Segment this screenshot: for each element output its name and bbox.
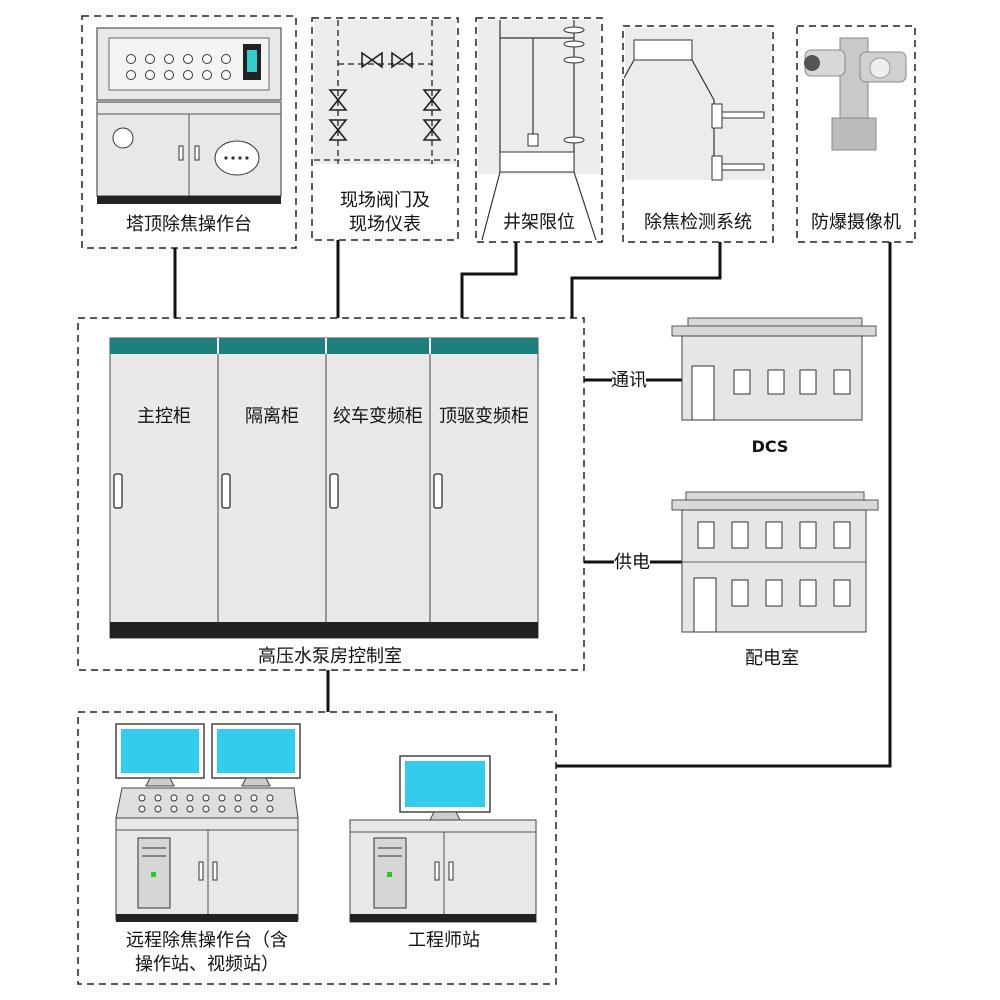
decoking-detect-illustration: [623, 28, 771, 181]
camera-illustration: [800, 30, 912, 160]
decoking-detect-boundary: [622, 25, 774, 243]
comm-label: 通讯: [611, 370, 647, 391]
derrick-boundary: [475, 17, 603, 243]
distribution-building: [671, 491, 879, 633]
cabinet-winch-vfd-label: 绞车变频柜: [333, 406, 423, 427]
valves-illustration: [314, 20, 456, 164]
cabinet-winch-vfd: [325, 337, 431, 639]
dcs-building: [671, 317, 877, 421]
cabinet-isolation: [217, 337, 327, 639]
remote-console-label-line2: 操作站、视频站）: [135, 954, 279, 975]
remote-console-label-line1: 远程除焦操作台（含: [126, 930, 288, 951]
dcs-label: DCS: [752, 437, 789, 456]
cabinet-top-drive-vfd: [429, 337, 539, 639]
derrick-label: 井架限位: [503, 212, 575, 233]
derrick-illustration: [478, 20, 600, 241]
connection-lines: [173, 240, 892, 768]
valves-label-line1: 现场阀门及: [340, 190, 430, 211]
power-label: 供电: [614, 552, 650, 573]
top-console-boundary: [81, 15, 297, 249]
valves-label-line2: 现场仪表: [349, 214, 421, 235]
camera-label: 防爆摄像机: [811, 212, 901, 233]
remote-boundary: [77, 711, 557, 985]
remote-console-illustration: [115, 723, 301, 922]
cabinet-row: [109, 337, 539, 639]
cabinet-main: [109, 337, 219, 639]
control-room-label: 高压水泵房控制室: [258, 646, 402, 667]
cabinet-top-drive-vfd-label: 顶驱变频柜: [439, 406, 529, 427]
cabinet-isolation-label: 隔离柜: [245, 406, 299, 427]
valves-boundary: [311, 17, 459, 241]
top-console-illustration: [96, 27, 282, 204]
control-room-boundary: [77, 317, 585, 671]
decoking-detect-label: 除焦检测系统: [644, 212, 752, 233]
engineer-station-illustration: [349, 755, 537, 923]
cabinet-main-label: 主控柜: [137, 406, 191, 427]
engineer-station-label: 工程师站: [408, 930, 480, 951]
distribution-room-label: 配电室: [745, 648, 799, 669]
top-console-label: 塔顶除焦操作台: [126, 214, 252, 235]
